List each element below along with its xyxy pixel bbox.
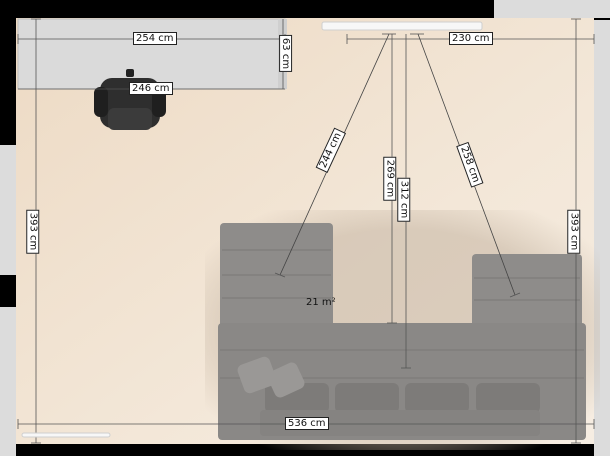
ceiling-lamp-icon[interactable] bbox=[321, 21, 483, 31]
dim-height-left[interactable]: 393 cm bbox=[26, 209, 40, 254]
dim-top-right[interactable]: 230 cm bbox=[449, 32, 493, 45]
dim-counter-width[interactable]: 246 cm bbox=[129, 82, 173, 95]
room-area-label: 21 m² bbox=[306, 297, 336, 308]
dim-bottom-width[interactable]: 536 cm bbox=[285, 417, 329, 430]
dim-counter-depth[interactable]: 63 cm bbox=[279, 34, 293, 73]
dim-center-long[interactable]: 312 cm bbox=[397, 177, 411, 222]
dim-top-left[interactable]: 254 cm bbox=[133, 32, 177, 45]
top-right-panel bbox=[494, 0, 610, 18]
dim-center-short[interactable]: 269 cm bbox=[383, 156, 397, 201]
armchair-icon[interactable] bbox=[94, 69, 166, 130]
scale-bar bbox=[21, 432, 111, 438]
sectional-sofa-icon[interactable] bbox=[218, 223, 586, 440]
counter-cabinet[interactable] bbox=[17, 18, 286, 90]
dim-height-right[interactable]: 393 cm bbox=[567, 209, 581, 254]
left-side-panel-lower bbox=[0, 307, 16, 456]
left-side-panel-upper bbox=[0, 145, 16, 275]
